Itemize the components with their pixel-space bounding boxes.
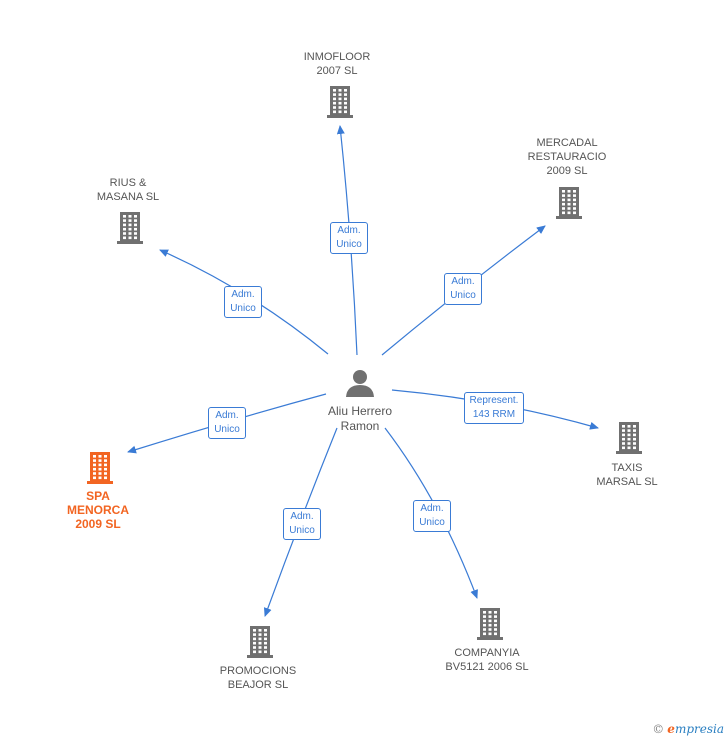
brand-logo-e: e (667, 722, 675, 736)
company-label-mercadal[interactable]: MERCADAL RESTAURACIO 2009 SL (527, 137, 607, 177)
copyright-footer: ©empresia (652, 722, 724, 736)
building-icon-inmofloor[interactable] (327, 86, 353, 118)
edge-label-promocions[interactable]: Adm. Unico (283, 508, 321, 540)
building-icon-spa[interactable] (87, 452, 113, 484)
brand-name: mpresia (674, 722, 724, 736)
company-label-spa[interactable]: SPA MENORCA 2009 SL (67, 489, 129, 531)
edge-label-mercadal[interactable]: Adm. Unico (444, 273, 482, 305)
icons-layer (87, 86, 642, 658)
edge-label-taxis[interactable]: Represent. 143 RRM (463, 392, 525, 424)
building-icon-taxis[interactable] (616, 422, 642, 454)
copyright-icon: © (652, 722, 665, 736)
building-icon-promocions[interactable] (247, 626, 273, 658)
center-person-label: Aliu Herrero Ramon (327, 404, 393, 433)
company-label-inmofloor[interactable]: INMOFLOOR 2007 SL (303, 51, 371, 77)
company-label-rius[interactable]: RIUS & MASANA SL (96, 177, 160, 203)
building-icon-rius[interactable] (117, 212, 143, 244)
edge-label-companyia[interactable]: Adm. Unico (413, 500, 451, 532)
company-label-promocions[interactable]: PROMOCIONS BEAJOR SL (219, 665, 297, 691)
edge-label-inmofloor[interactable]: Adm. Unico (330, 222, 368, 254)
person-icon[interactable] (346, 370, 374, 397)
edge-label-spa[interactable]: Adm. Unico (208, 407, 246, 439)
edge-label-rius[interactable]: Adm. Unico (224, 286, 262, 318)
building-icon-companyia[interactable] (477, 608, 503, 640)
company-label-companyia[interactable]: COMPANYIA BV5121 2006 SL (445, 647, 529, 673)
company-label-taxis[interactable]: TAXIS MARSAL SL (596, 462, 658, 488)
building-icon-mercadal[interactable] (556, 187, 582, 219)
